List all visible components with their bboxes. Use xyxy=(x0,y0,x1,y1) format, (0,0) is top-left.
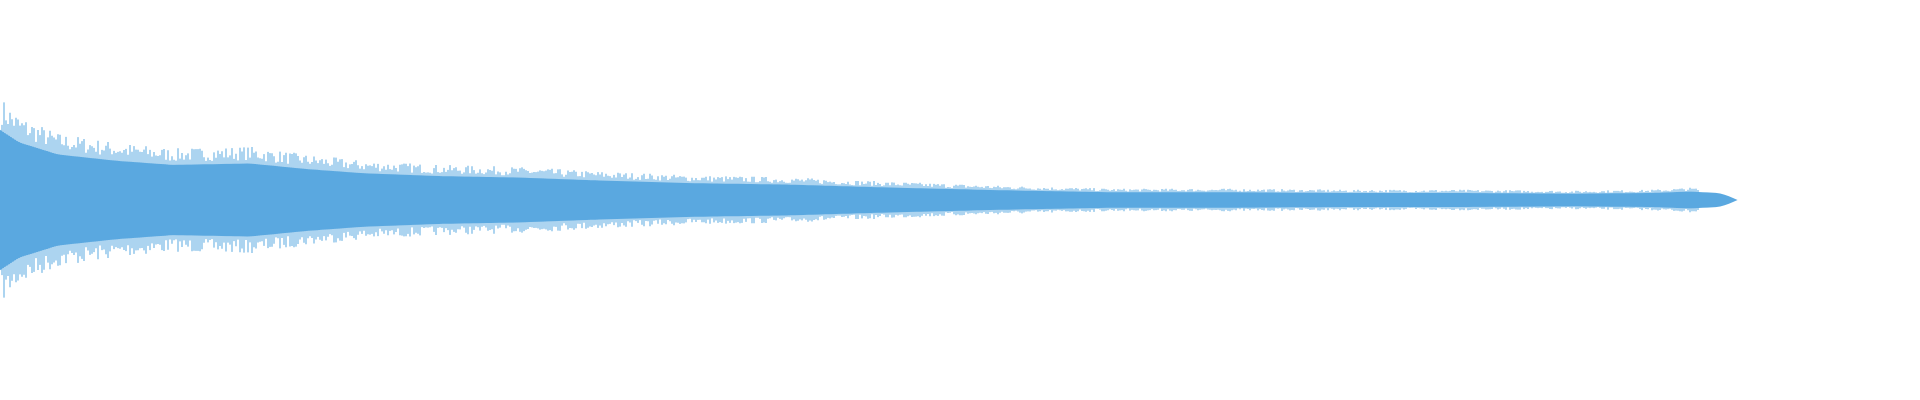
waveform-body xyxy=(0,129,1738,271)
waveform-fill xyxy=(0,129,1738,271)
waveform-lines xyxy=(1,102,1699,298)
waveform-samples xyxy=(1,102,1699,298)
